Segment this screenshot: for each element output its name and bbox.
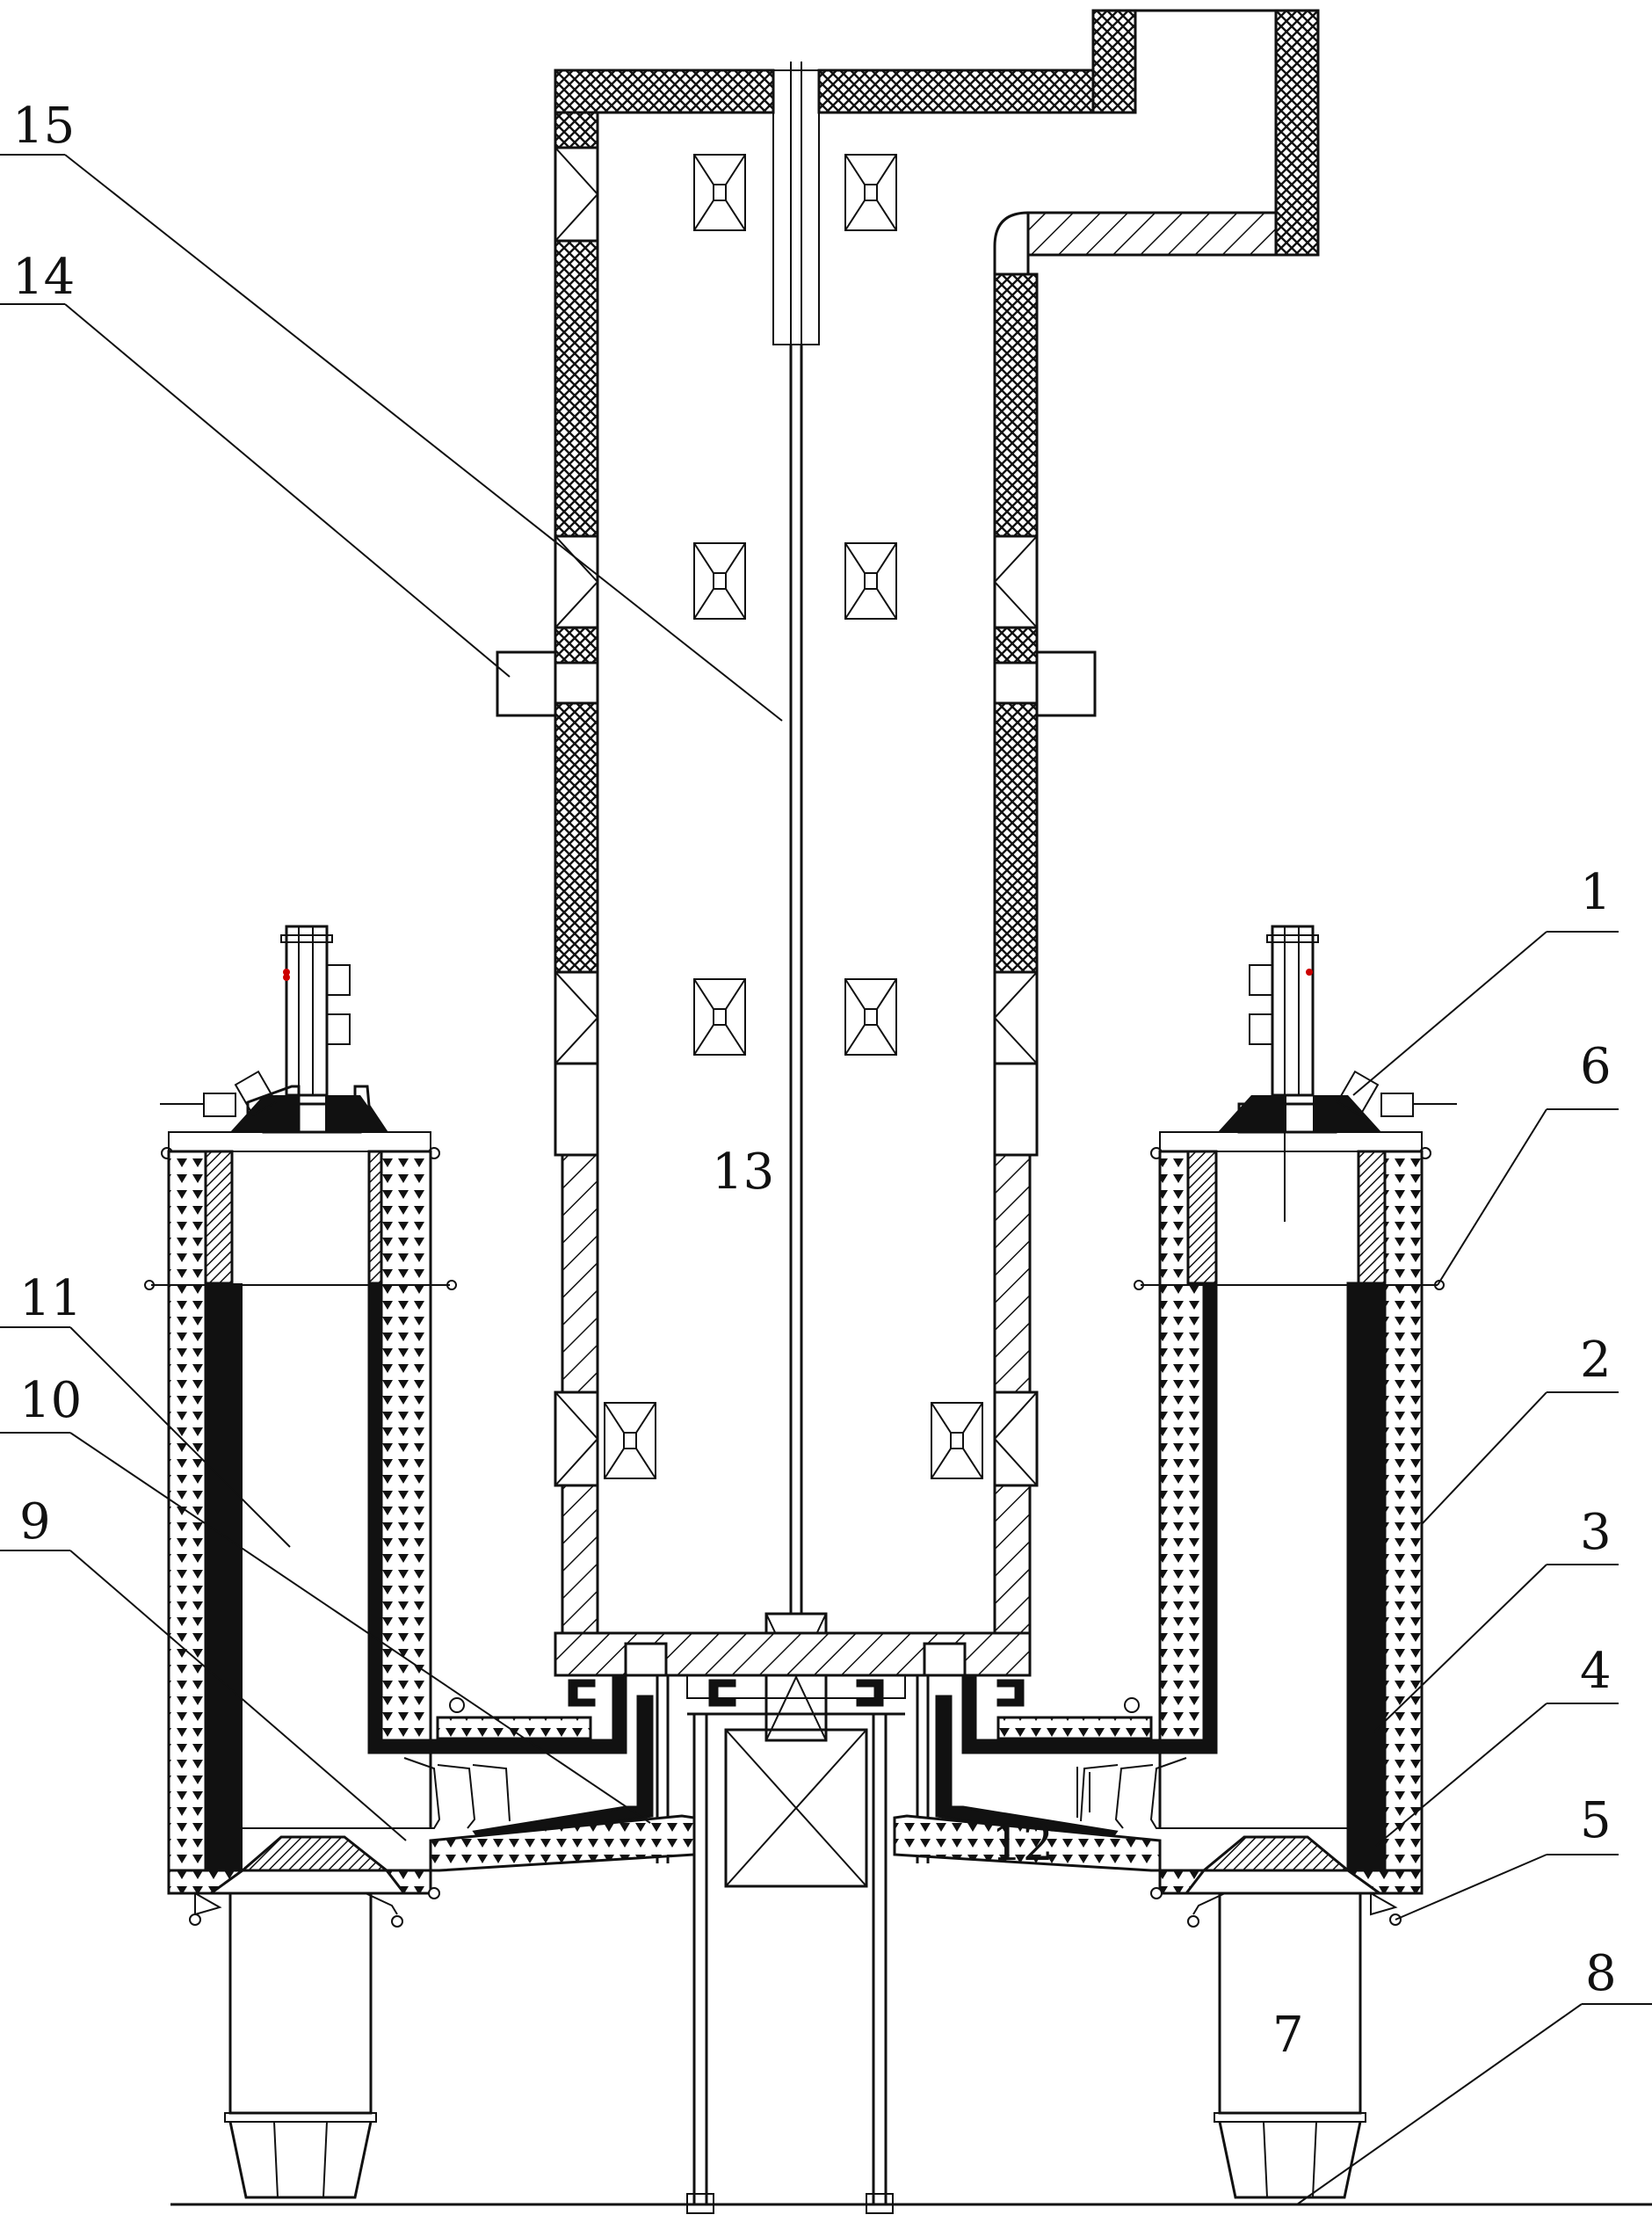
chimney-left-wall (1093, 11, 1135, 113)
label-13: 13 (712, 1144, 774, 1201)
label-7: 7 (1272, 2007, 1304, 2064)
label-5: 5 (1580, 1792, 1612, 1849)
label-3: 3 (1580, 1504, 1612, 1561)
right-shaft (895, 926, 1457, 2197)
label-12: 12 (991, 1815, 1054, 1872)
left-shaft (145, 926, 694, 2197)
label-10: 10 (19, 1372, 82, 1429)
left-top-plate (169, 1132, 431, 1151)
flue-duct (1028, 213, 1276, 255)
tower-roof-right (819, 70, 1135, 113)
label-1: 1 (1580, 864, 1612, 921)
tower-right-wall-lower (995, 1155, 1030, 1392)
nozzle-boxes (605, 155, 982, 1478)
side-port-right (1037, 652, 1095, 715)
left-inner-refractory (381, 1151, 431, 1753)
side-port-left (497, 652, 555, 715)
label-8: 8 (1585, 1945, 1617, 2002)
right-outer-refractory (1385, 1151, 1422, 1870)
left-outer-lining (206, 1283, 232, 1870)
label-15: 15 (12, 98, 75, 155)
right-top-plate (1160, 1132, 1422, 1151)
right-bottom-cone (1204, 1837, 1348, 1870)
label-2: 2 (1580, 1332, 1612, 1389)
central-rod-sleeve (773, 70, 819, 345)
tower-roof-left (555, 70, 773, 113)
left-inner-lining (369, 1283, 381, 1753)
left-discharge-pipe (230, 1893, 371, 2113)
chimney-right-wall (1276, 11, 1318, 255)
label-14: 14 (12, 249, 75, 306)
right-discharge-pipe (1220, 1893, 1360, 2113)
label-4: 4 (1580, 1643, 1612, 1700)
left-bottom-cone (243, 1837, 387, 1870)
tower-left-wall-lower (562, 1155, 598, 1392)
tower-left-wall-upper (555, 113, 598, 148)
tower-left-burner-1 (555, 148, 598, 241)
label-11: 11 (19, 1270, 82, 1327)
label-9: 9 (19, 1493, 51, 1550)
label-6: 6 (1580, 1038, 1612, 1095)
